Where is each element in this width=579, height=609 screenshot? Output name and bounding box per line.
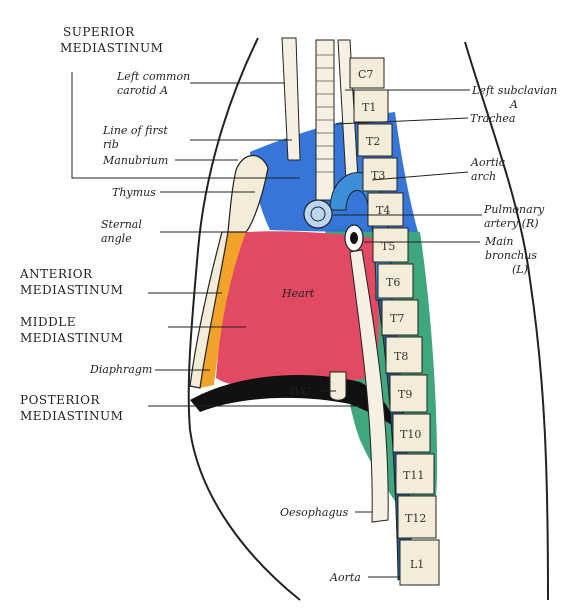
label-main-bronchus-line3: (L) bbox=[512, 263, 528, 276]
label-line-of-first-rib-line2: rib bbox=[103, 138, 119, 151]
vertebra-label-t10: T10 bbox=[400, 428, 421, 441]
label-main-bronchus-line2: bronchus bbox=[485, 249, 537, 262]
label-pulmonary-artery-line1: Pulmonary bbox=[483, 203, 545, 216]
label-heart: Heart bbox=[281, 287, 315, 300]
label-aorta: Aorta bbox=[329, 571, 361, 584]
label-left-common-carotid-line1: Left common bbox=[116, 70, 190, 83]
label-ivc: IVC bbox=[289, 385, 311, 398]
label-manubrium: Manubrium bbox=[102, 154, 168, 167]
vertebra-label-t9: T9 bbox=[398, 388, 412, 401]
label-left-subclavian-line1: Left subclavian bbox=[471, 84, 557, 97]
label-oesophagus: Oesophagus bbox=[280, 506, 349, 519]
label-anterior-mediastinum-line2: MEDIASTINUM bbox=[20, 283, 123, 297]
label-left-common-carotid-line2: carotid A bbox=[117, 84, 168, 97]
vertebra-label-t6: T6 bbox=[386, 276, 400, 289]
label-thymus: Thymus bbox=[112, 186, 156, 199]
label-line-of-first-rib-line1: Line of first bbox=[102, 124, 168, 137]
main-bronchus-inner bbox=[350, 232, 358, 244]
label-middle-mediastinum-line2: MEDIASTINUM bbox=[20, 331, 123, 345]
vertebra-label-t7: T7 bbox=[390, 312, 404, 325]
label-trachea: Trachea bbox=[470, 112, 515, 125]
pulmonary-artery-circle bbox=[304, 200, 332, 228]
vertebra-label-t11: T11 bbox=[403, 469, 424, 482]
label-aortic-arch-line1: Aortic bbox=[470, 156, 505, 169]
vertebra-label-t8: T8 bbox=[394, 350, 408, 363]
vertebra-label-t12: T12 bbox=[405, 512, 426, 525]
vertebra-label-l1: L1 bbox=[410, 558, 424, 571]
manubrium-shape bbox=[228, 156, 268, 233]
label-posterior-mediastinum-line2: MEDIASTINUM bbox=[20, 409, 123, 423]
label-aortic-arch-line2: arch bbox=[471, 170, 496, 183]
label-main-bronchus-line1: Main bbox=[484, 235, 513, 248]
ivc-vessel bbox=[330, 372, 346, 400]
label-anterior-mediastinum-line1: ANTERIOR bbox=[19, 267, 93, 281]
label-left-subclavian-line2: A bbox=[509, 98, 518, 111]
label-posterior-mediastinum-line1: POSTERIOR bbox=[20, 393, 101, 407]
back-outline bbox=[465, 42, 548, 600]
label-middle-mediastinum-line1: MIDDLE bbox=[20, 315, 76, 329]
vertebra-label-c7: C7 bbox=[358, 68, 373, 81]
label-superior-mediastinum-line1: SUPERIOR bbox=[63, 25, 135, 39]
label-sternal-angle-line2: angle bbox=[101, 232, 132, 245]
label-superior-mediastinum-line2: MEDIASTINUM bbox=[60, 41, 163, 55]
vertebra-label-t2: T2 bbox=[366, 135, 380, 148]
label-diaphragm: Diaphragm bbox=[89, 363, 152, 376]
label-pulmonary-artery-line2: artery (R) bbox=[484, 217, 539, 230]
vertebra-label-t1: T1 bbox=[362, 101, 376, 114]
label-sternal-angle-line1: Sternal bbox=[101, 218, 142, 231]
